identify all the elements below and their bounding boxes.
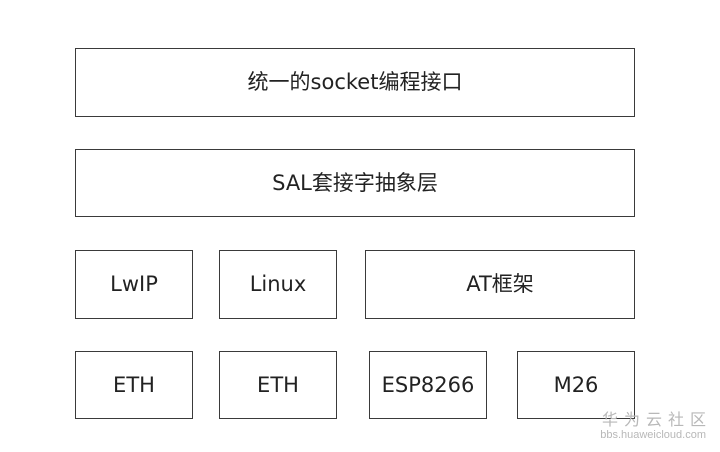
linux-label: Linux (249, 272, 307, 296)
at-framework-box: AT框架 (365, 250, 635, 319)
esp8266-box: ESP8266 (369, 351, 487, 419)
watermark-url: bbs.huaweicloud.com (600, 429, 706, 441)
m26-box: M26 (517, 351, 635, 419)
lwip-box: LwIP (75, 250, 193, 319)
lwip-label: LwIP (110, 272, 158, 296)
linux-box: Linux (219, 250, 337, 319)
watermark-name: 华为云社区 (601, 410, 712, 429)
eth-box-1: ETH (75, 351, 193, 419)
esp8266-label: ESP8266 (381, 372, 475, 397)
watermark: 华为云社区 bbs.huaweicloud.com (600, 411, 706, 442)
socket-interface-label: 统一的socket编程接口 (247, 70, 463, 94)
eth-box-2: ETH (219, 351, 337, 419)
sal-layer-box: SAL套接字抽象层 (75, 149, 635, 217)
at-framework-label: AT框架 (466, 272, 534, 296)
sal-layer-label: SAL套接字抽象层 (272, 170, 438, 195)
socket-interface-box: 统一的socket编程接口 (75, 48, 635, 117)
m26-label: M26 (553, 372, 599, 397)
eth-label-2: ETH (257, 372, 299, 397)
eth-label-1: ETH (113, 372, 155, 397)
